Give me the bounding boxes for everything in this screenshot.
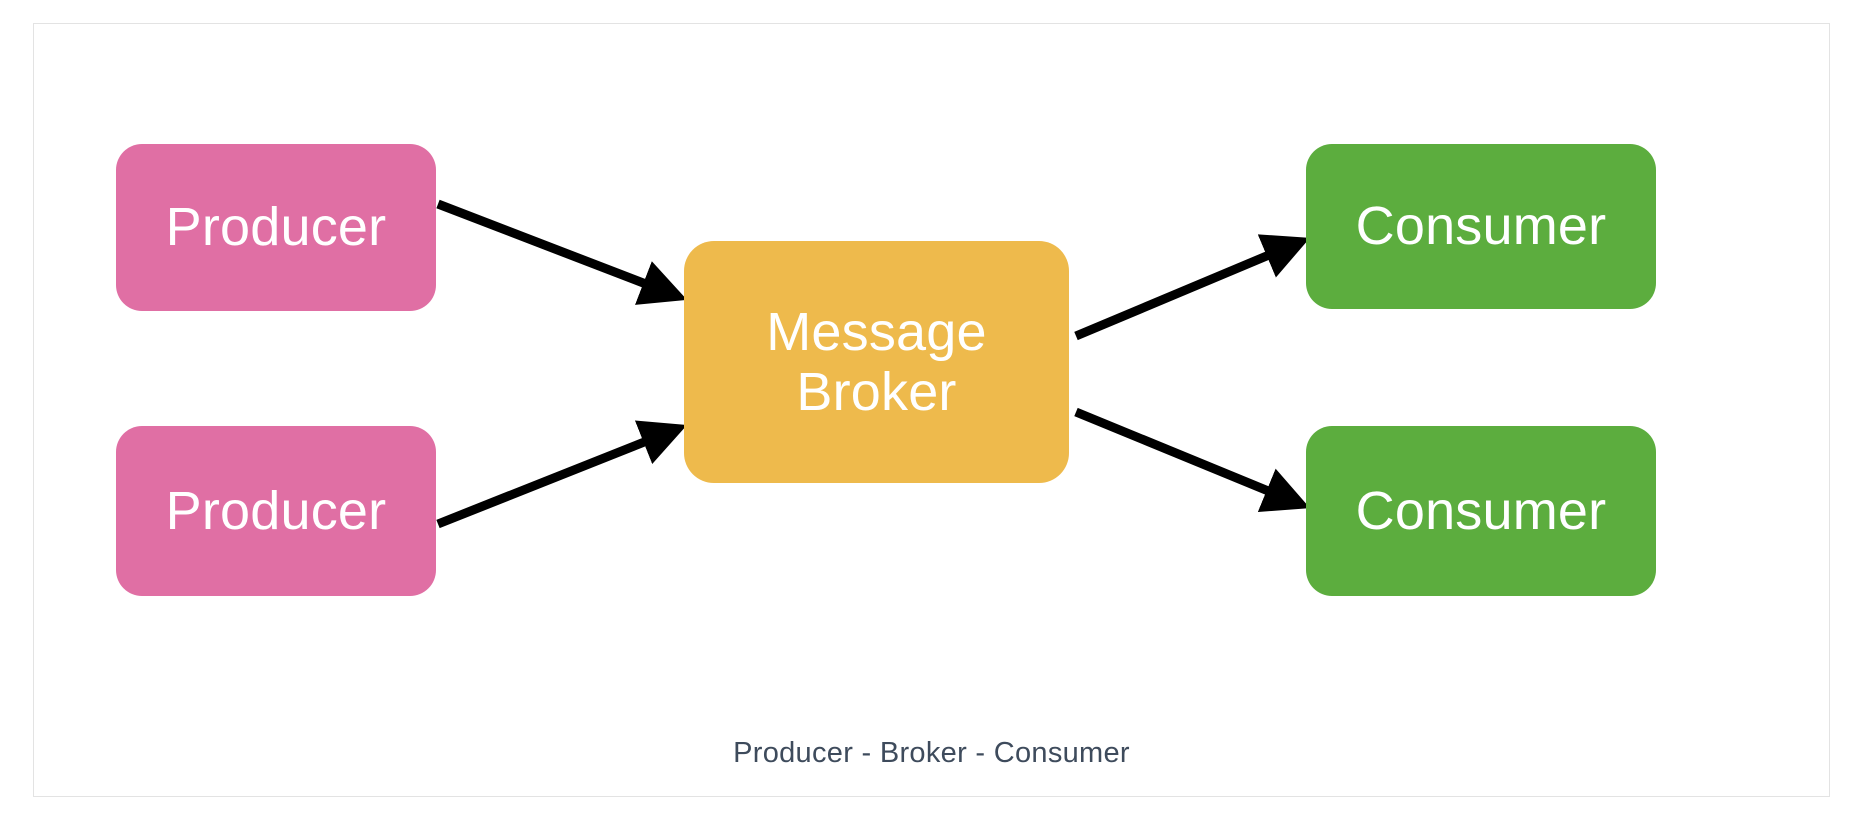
node-consumer-1-label: Consumer bbox=[1355, 196, 1607, 257]
node-message-broker-label: Message Broker bbox=[766, 301, 987, 422]
edge-producer1-to-broker bbox=[436, 199, 688, 305]
node-producer-1[interactable]: Producer bbox=[116, 144, 436, 311]
node-producer-2-label: Producer bbox=[165, 480, 387, 541]
edge-broker-to-consumer2 bbox=[1074, 407, 1310, 512]
node-consumer-2-label: Consumer bbox=[1355, 480, 1607, 541]
node-producer-1-label: Producer bbox=[165, 197, 387, 258]
diagram-canvas: Producer Producer Message Broker Consume… bbox=[34, 24, 1829, 796]
edge-producer2-to-broker bbox=[436, 420, 688, 529]
edge-broker-to-consumer1 bbox=[1074, 234, 1310, 341]
node-consumer-2[interactable]: Consumer bbox=[1306, 426, 1656, 596]
node-message-broker[interactable]: Message Broker bbox=[684, 241, 1069, 483]
diagram-frame: Producer Producer Message Broker Consume… bbox=[33, 23, 1830, 797]
node-producer-2[interactable]: Producer bbox=[116, 426, 436, 596]
diagram-caption: Producer - Broker - Consumer bbox=[733, 737, 1130, 769]
node-consumer-1[interactable]: Consumer bbox=[1306, 144, 1656, 309]
